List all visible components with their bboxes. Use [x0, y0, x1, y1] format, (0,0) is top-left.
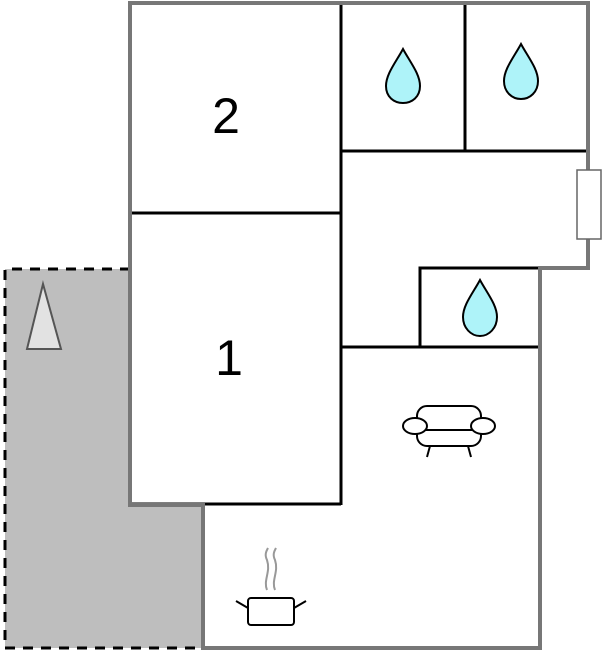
- outer-walls: [128, 1, 590, 650]
- terrace: [3, 267, 203, 650]
- kitchen-pot-icon: [235, 547, 307, 626]
- bathroom-drop-icon: [502, 41, 540, 101]
- bathroom-drop-icon: [384, 46, 422, 105]
- room-label-2: 2: [212, 88, 240, 144]
- room-label-1: 1: [215, 330, 243, 386]
- window-icon: [576, 169, 602, 240]
- interior-walls: [130, 3, 588, 506]
- tree-icon: [25, 280, 63, 350]
- sofa-icon: [402, 405, 496, 458]
- bathroom-drop-icon: [461, 277, 499, 338]
